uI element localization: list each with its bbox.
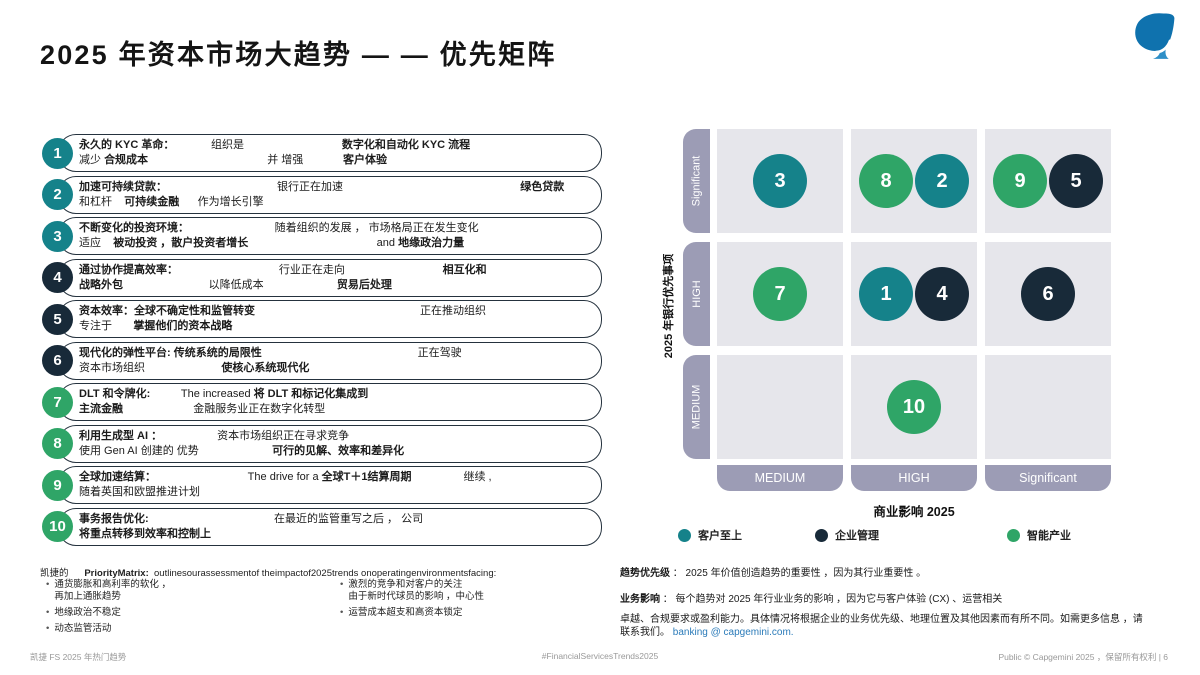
matrix-cell: 10 — [851, 355, 977, 459]
matrix-trend-circle-10: 10 — [887, 380, 941, 434]
matrix-row-label: HIGH — [683, 242, 710, 346]
trend-number-badge: 4 — [42, 262, 73, 293]
page-title: 2025 年资本市场大趋势 — — 优先矩阵 — [40, 40, 557, 70]
business-impact-definition: 业务影响 ： 每个趋势对 2025 年行业业务的影响 ，因为它与客户体验 (CX… — [620, 594, 1003, 605]
matrix-cell: 7 — [717, 242, 843, 346]
matrix-trend-circle-3: 3 — [753, 154, 807, 208]
footnote-bullet: •激烈的竞争和对客户的关注 由于新时代球员的影响 ，中心性 — [340, 579, 484, 602]
matrix-trend-circle-7: 7 — [753, 267, 807, 321]
trend-pill: 利用生成型 AI ： 资本市场组织正在寻求竞争使用 Gen AI 创建的 优势 … — [58, 424, 602, 463]
matrix-cell — [717, 355, 843, 459]
footnote-left-header: 凯捷的 PriorityMatrix: outlinesourassessmen… — [40, 568, 497, 579]
matrix-trend-circle-4: 4 — [915, 267, 969, 321]
trend-priority-definition: 趋势优先级 ： 2025 年价值创造趋势的重要性 ，因为其行业重要性 。 — [620, 568, 927, 579]
trend-number-badge: 9 — [42, 469, 73, 501]
matrix-trend-circle-8: 8 — [859, 154, 913, 208]
trend-item-9: 全球加速结算： The drive for a 全球T＋1结算周期 继续 ,随着… — [42, 466, 602, 504]
matrix-trend-circle-1: 1 — [859, 267, 913, 321]
matrix-col-label: HIGH — [851, 465, 977, 491]
legend-item: 企业管理 — [815, 527, 879, 543]
trend-number-badge: 3 — [42, 220, 73, 252]
trend-number-badge: 10 — [42, 511, 73, 542]
trend-pill: 事务报告优化: 在最近的监管重写之后 ， 公司将重点转移到效率和控制上 — [58, 507, 602, 546]
footnote-bullet: •地缘政治不稳定 — [46, 607, 121, 618]
trend-pill: DLT 和令牌化: The increased 将 DLT 和标记化集成到主流金… — [58, 383, 602, 421]
matrix-y-axis-title: 2025 年银行优先事项 — [663, 253, 675, 359]
trend-number-badge: 7 — [42, 386, 73, 418]
trend-number-badge: 2 — [42, 179, 73, 210]
footnote-bullet: •通货膨胀和高利率的软化 ， 再加上通胀趋势 — [46, 579, 171, 602]
footnote-right: 趋势优先级 ： 2025 年价值创造趋势的重要性 ，因为其行业重要性 。 业务影… — [620, 567, 1168, 639]
matrix-trend-circle-2: 2 — [915, 154, 969, 208]
trend-number-badge: 6 — [42, 345, 73, 376]
trend-number-badge: 8 — [42, 428, 73, 459]
trend-pill: 全球加速结算： The drive for a 全球T＋1结算周期 继续 ,随着… — [58, 466, 602, 504]
trend-number-badge: 1 — [42, 137, 73, 169]
legend-dot-icon — [1007, 528, 1020, 542]
matrix-trend-circle-9: 9 — [993, 154, 1047, 208]
footnote-bullet: •运营成本超支和高资本锁定 — [340, 607, 463, 618]
footer-left: 凯捷 FS 2025 年热门趋势 — [30, 652, 127, 662]
trend-item-3: 不断变化的投资环境： 随着组织的发展 ， 市场格局正在发生变化适应 被动投资 ，… — [42, 217, 602, 255]
trend-pill: 永久的 KYC 革命： 组织是 数字化和自动化 KYC 流程减少 合规成本 并 … — [58, 134, 602, 172]
matrix-cell: 6 — [985, 242, 1111, 346]
trend-number-badge: 5 — [42, 303, 73, 335]
trend-pill: 通过协作提高效率： 行业正在走向 相互化和战略外包 以降低成本 贸易后处理 — [58, 258, 602, 297]
footnote-left: 凯捷的 PriorityMatrix: outlinesourassessmen… — [40, 565, 605, 634]
trend-item-7: DLT 和令牌化: The increased 将 DLT 和标记化集成到主流金… — [42, 383, 602, 421]
legend-dot-icon — [678, 528, 691, 542]
matrix-col-label: Significant — [985, 465, 1111, 491]
trend-pill: 现代化的弹性平台: 传统系统的局限性 正在驾驶资本市场组织 使核心系统现代化 — [58, 341, 602, 380]
matrix-cell — [985, 355, 1111, 459]
footer-right: Public © Capgemini 2025 ，保留所有权利 | 6 — [998, 652, 1168, 662]
trend-pill: 加速可持续贷款： 银行正在加速 绿色贷款和杠杆 可持续金融 作为增长引擎 — [58, 175, 602, 214]
legend-item: 客户至上 — [678, 527, 742, 543]
legend-item: 智能产业 — [1007, 527, 1071, 543]
trend-item-1: 永久的 KYC 革命： 组织是 数字化和自动化 KYC 流程减少 合规成本 并 … — [42, 134, 602, 172]
trend-pill: 不断变化的投资环境： 随着组织的发展 ， 市场格局正在发生变化适应 被动投资 ，… — [58, 217, 602, 255]
trend-pill: 资本效率：全球不确定性和监管转变 正在推动组织专注于 掌握他们的资本战略 — [58, 300, 602, 338]
contact-note: 卓越、合规要求或盈利能力。具体情况将根据企业的业务优先级、地理位置及其他因素而有… — [620, 614, 1143, 638]
matrix-row-label: Significant — [683, 129, 710, 233]
matrix-x-axis-title: 商业影响 2025 — [873, 505, 955, 519]
email-link[interactable]: banking @ capgemini.com. — [672, 627, 794, 638]
trend-list: 永久的 KYC 革命： 组织是 数字化和自动化 KYC 流程减少 合规成本 并 … — [42, 134, 602, 549]
capgemini-logo-icon — [1135, 13, 1175, 59]
footer-center: #FinancialServicesTrends2025 — [541, 651, 659, 661]
matrix-trend-circle-6: 6 — [1021, 267, 1075, 321]
legend-dot-icon — [815, 528, 828, 542]
footnote-bullet: •动态监管活动 — [46, 623, 112, 634]
matrix-cell: 3 — [717, 129, 843, 233]
matrix-col-label: MEDIUM — [717, 465, 843, 491]
matrix-trend-circle-5: 5 — [1049, 154, 1103, 208]
trend-item-8: 利用生成型 AI ： 资本市场组织正在寻求竞争使用 Gen AI 创建的 优势 … — [42, 424, 602, 463]
matrix-row-label: MEDIUM — [683, 355, 710, 459]
